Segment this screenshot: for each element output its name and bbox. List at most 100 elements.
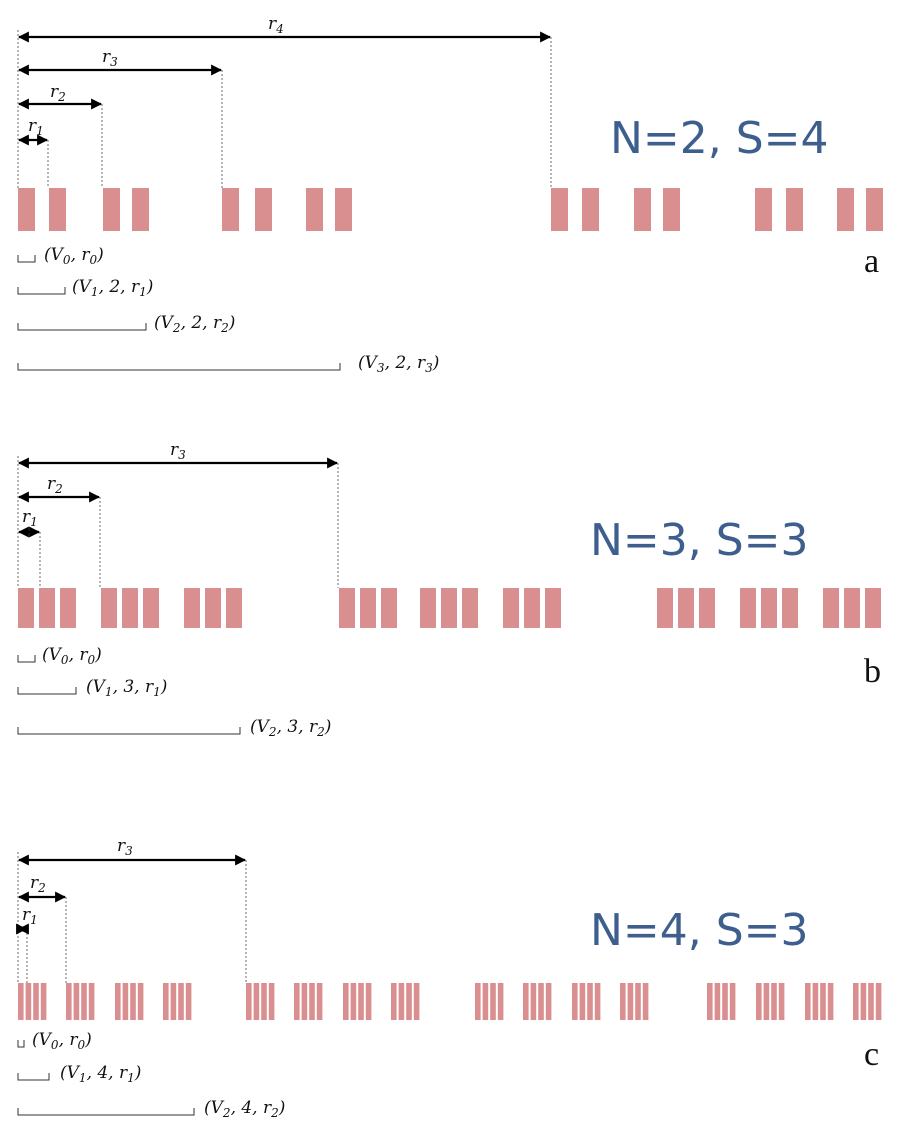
panel-c-bar-53 [756,983,762,1020]
panel-c-bar-18 [253,983,260,1020]
panel-c-bar-9 [115,983,121,1020]
panel-c-bar-28 [365,983,372,1020]
panel-c-bar-54 [763,983,770,1020]
panel-c-bar-20 [268,983,275,1020]
panel-a-bracket-0 [17,255,36,263]
panel-c-bracket-label-0: (V0, r0) [32,1030,92,1052]
panel-b-bar-26 [844,588,860,628]
panel-b-bar-19 [657,588,673,628]
panel-a-bar-11 [634,188,651,231]
panel-c-bar-43 [587,983,593,1020]
panel-a-letter: a [864,243,879,280]
panel-b-span-label-3: r3 [170,440,186,462]
panel-c-span-label-3: r3 [117,836,133,858]
panel-c-bar-6 [73,983,80,1020]
panel-c-bar-36 [497,983,504,1020]
panel-c-bar-14 [170,983,177,1020]
panel-a-bar-5 [222,188,239,231]
panel-b-bar-25 [823,588,839,628]
panel-b-bar-23 [761,588,777,628]
panel-c-bracket-label-2: (V2, 4, r2) [204,1098,285,1120]
panel-a-heading: N=2, S=4 [610,113,829,164]
panel-c-bar-17 [246,983,252,1020]
panel-b-bar-15 [462,588,478,628]
panel-c-bar-11 [130,983,136,1020]
panel-c-bar-58 [812,983,819,1020]
panel-c-bar-55 [771,983,777,1020]
panel-b-bracket-0 [17,655,36,663]
panel-c-letter: c [864,1036,879,1073]
panel-c-bar-23 [309,983,315,1020]
panel-b-bar-21 [699,588,715,628]
panel-c-bar-21 [294,983,300,1020]
panel-c-bar-52 [729,983,736,1020]
panel-c-bar-16 [185,983,192,1020]
panel-b-bar-4 [101,588,117,628]
panel-c-bar-42 [579,983,586,1020]
panel-b-bar-22 [740,588,756,628]
panel-c-bar-29 [391,983,397,1020]
panel-a-bar-10 [582,188,599,231]
panel-c-bar-49 [707,983,713,1020]
panel-a-bar-7 [306,188,323,231]
panel-b-bracket-label-0: (V0, r0) [42,645,102,667]
panel-c-span-label-1: r1 [22,905,38,927]
panel-b-bar-24 [782,588,798,628]
panel-a-span-label-1: r1 [28,116,44,138]
panel-b-bar-12 [381,588,397,628]
panel-b-bar-8 [205,588,221,628]
panel-c-bracket-label-1: (V1, 4, r1) [60,1063,141,1085]
panel-a-bracket-1 [17,287,66,295]
panel-c-bar-8 [88,983,95,1020]
panel-c-bar-7 [81,983,87,1020]
panel-c-bar-38 [530,983,537,1020]
panel-a-bar-12 [663,188,680,231]
panel-c-bar-44 [594,983,601,1020]
panel-c-bar-63 [868,983,874,1020]
panel-a-bar-6 [255,188,272,231]
panel-c-bar-60 [827,983,834,1020]
panel-c-bar-46 [627,983,634,1020]
panel-c-bar-37 [523,983,529,1020]
panel-c-bar-62 [860,983,867,1020]
panel-b-bar-10 [339,588,355,628]
panel-b-bar-16 [503,588,519,628]
panel-c-bar-4 [40,983,47,1020]
panel-b-letter: b [864,653,881,690]
panel-b-bracket-1 [17,687,77,695]
panel-c-bar-1 [18,983,24,1020]
panel-c-bar-33 [475,983,481,1020]
panel-b-bar-20 [678,588,694,628]
panel-b-bar-13 [420,588,436,628]
panel-c-bar-48 [642,983,649,1020]
panel-a-bracket-3 [17,363,341,371]
panel-a-bar-16 [866,188,883,231]
panel-c-bar-31 [406,983,412,1020]
panel-c-bar-30 [398,983,405,1020]
panel-a-span-label-3: r3 [102,47,118,69]
panel-c-bar-32 [413,983,420,1020]
panel-c-bracket-0 [17,1040,25,1048]
panel-b-bar-14 [441,588,457,628]
panel-a-span-label-4: r4 [268,14,284,36]
panel-c-bar-12 [137,983,144,1020]
panel-c-bar-10 [122,983,129,1020]
panel-c-bar-2 [25,983,32,1020]
panel-b-bracket-label-2: (V2, 3, r2) [250,717,331,739]
panel-c-bar-64 [875,983,882,1020]
panel-a-bracket-label-2: (V2, 2, r2) [154,313,235,335]
panel-b-bar-9 [226,588,242,628]
panel-c-bar-27 [358,983,364,1020]
panel-c-bar-50 [714,983,721,1020]
panel-c-bar-34 [482,983,489,1020]
panel-b-bar-7 [184,588,200,628]
panel-c-bar-15 [178,983,184,1020]
panel-c-heading: N=4, S=3 [590,905,809,956]
panel-b-bar-17 [524,588,540,628]
panel-a-bar-15 [837,188,854,231]
panel-b-bar-18 [545,588,561,628]
panel-c-bar-13 [163,983,169,1020]
panel-c-bar-61 [853,983,859,1020]
panel-c-bar-25 [343,983,349,1020]
